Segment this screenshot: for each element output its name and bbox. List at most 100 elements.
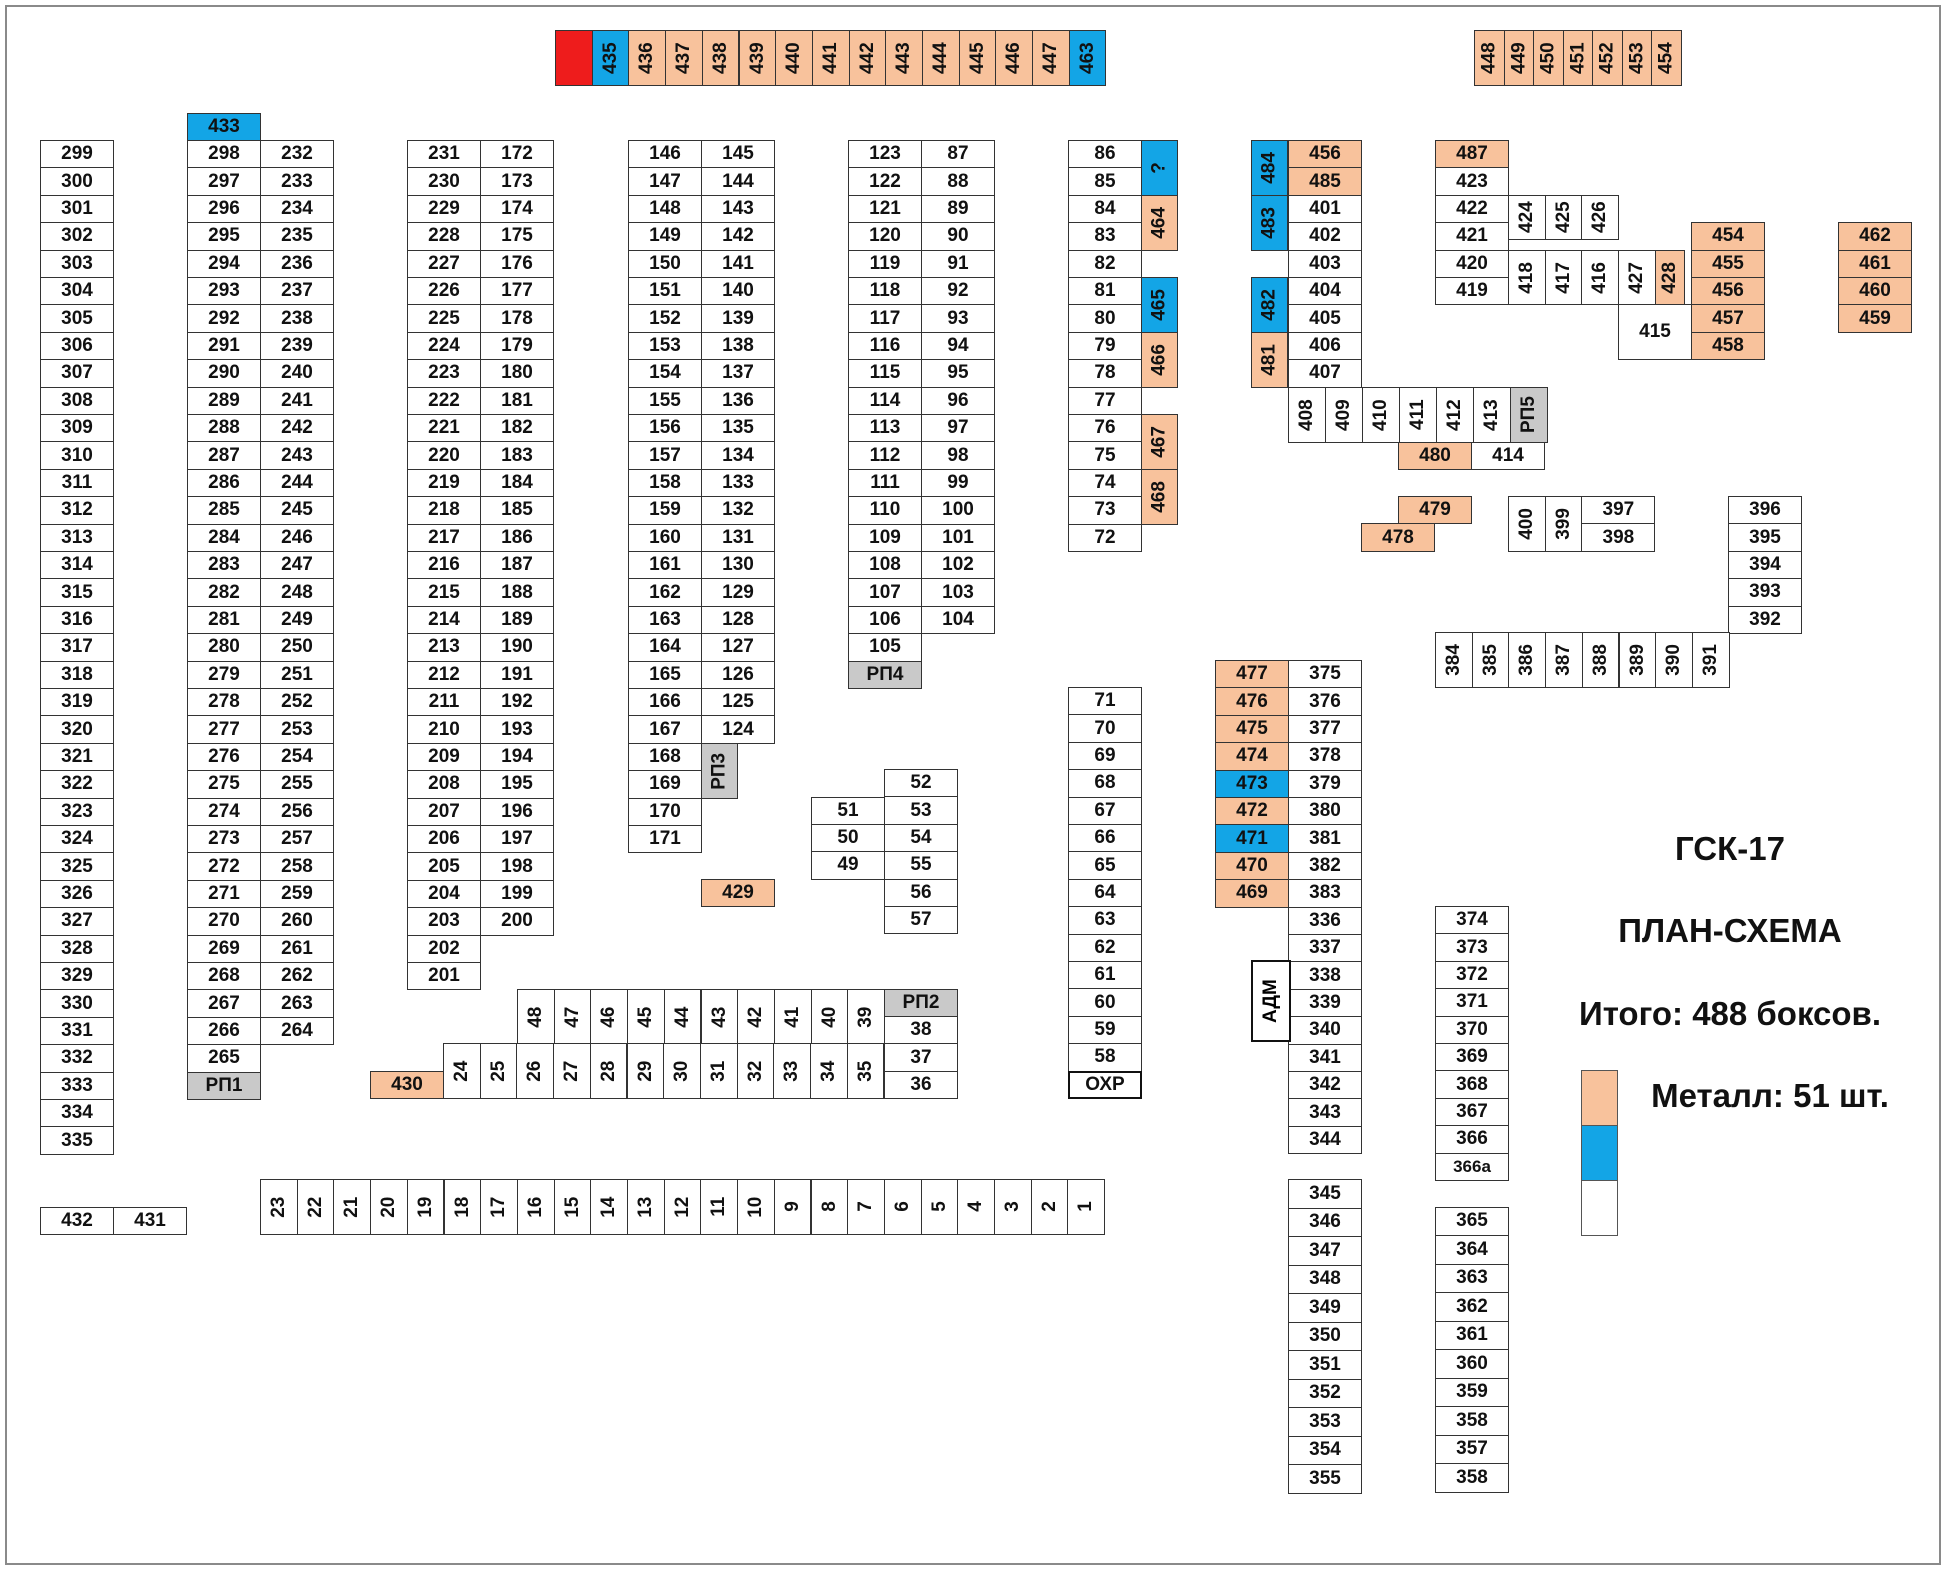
box-5[interactable]: 5 — [920, 1179, 959, 1235]
box-34[interactable]: 34 — [810, 1043, 848, 1100]
box-277[interactable]: 277 — [187, 715, 261, 744]
box-203[interactable]: 203 — [407, 907, 481, 936]
box-446[interactable]: 446 — [995, 30, 1034, 86]
box-286[interactable]: 286 — [187, 468, 261, 498]
box-457[interactable]: 457 — [1691, 304, 1765, 333]
box-381[interactable]: 381 — [1288, 824, 1362, 853]
box-26[interactable]: 26 — [516, 1043, 555, 1100]
box-177[interactable]: 177 — [480, 277, 554, 306]
box-110[interactable]: 110 — [848, 496, 922, 525]
box-247[interactable]: 247 — [260, 551, 334, 580]
box-390[interactable]: 390 — [1655, 632, 1693, 688]
box-269[interactable]: 269 — [187, 934, 261, 963]
box-416[interactable]: 416 — [1581, 249, 1620, 306]
box-409[interactable]: 409 — [1325, 386, 1363, 443]
box-425[interactable]: 425 — [1544, 194, 1583, 240]
box-52[interactable]: 52 — [884, 769, 958, 798]
box-335[interactable]: 335 — [40, 1126, 114, 1155]
box-141[interactable]: 141 — [701, 249, 775, 278]
box-22[interactable]: 22 — [296, 1179, 335, 1235]
box-103[interactable]: 103 — [921, 578, 995, 607]
box-325[interactable]: 325 — [40, 852, 114, 881]
box-458[interactable]: 458 — [1691, 331, 1765, 361]
box-163[interactable]: 163 — [628, 605, 702, 635]
box-166[interactable]: 166 — [628, 688, 702, 717]
box-344[interactable]: 344 — [1288, 1125, 1362, 1155]
box-350[interactable]: 350 — [1288, 1321, 1362, 1351]
box-484[interactable]: 484 — [1251, 140, 1288, 196]
box-66[interactable]: 66 — [1068, 824, 1142, 853]
box-412[interactable]: 412 — [1436, 386, 1474, 443]
box-453[interactable]: 453 — [1621, 30, 1652, 86]
box-73[interactable]: 73 — [1068, 496, 1142, 525]
box-193[interactable]: 193 — [480, 715, 554, 744]
box-311[interactable]: 311 — [40, 468, 114, 498]
box-421[interactable]: 421 — [1435, 222, 1509, 251]
box-54[interactable]: 54 — [884, 823, 958, 853]
box-114[interactable]: 114 — [848, 386, 922, 415]
box-32[interactable]: 32 — [736, 1043, 775, 1100]
box-361[interactable]: 361 — [1435, 1320, 1509, 1350]
box-451[interactable]: 451 — [1562, 30, 1593, 86]
box-51[interactable]: 51 — [811, 796, 885, 825]
box-147[interactable]: 147 — [628, 167, 702, 196]
box-306[interactable]: 306 — [40, 331, 114, 361]
box-278[interactable]: 278 — [187, 688, 261, 717]
box-292[interactable]: 292 — [187, 304, 261, 333]
box-360[interactable]: 360 — [1435, 1349, 1509, 1379]
box-186[interactable]: 186 — [480, 523, 554, 552]
box-234[interactable]: 234 — [260, 194, 334, 224]
box-471[interactable]: 471 — [1215, 824, 1289, 853]
box-357[interactable]: 357 — [1435, 1434, 1509, 1464]
box-13[interactable]: 13 — [627, 1179, 665, 1235]
box-370[interactable]: 370 — [1435, 1015, 1509, 1044]
box-414[interactable]: 414 — [1471, 441, 1545, 470]
box-280[interactable]: 280 — [187, 633, 261, 662]
box-474[interactable]: 474 — [1215, 742, 1289, 771]
box-420[interactable]: 420 — [1435, 249, 1509, 278]
box-439[interactable]: 439 — [738, 30, 777, 86]
box-43[interactable]: 43 — [700, 988, 739, 1045]
box-53[interactable]: 53 — [884, 796, 958, 825]
box-406[interactable]: 406 — [1288, 331, 1362, 361]
box-207[interactable]: 207 — [407, 797, 481, 826]
box-80[interactable]: 80 — [1068, 304, 1142, 333]
box-354[interactable]: 354 — [1288, 1435, 1362, 1465]
box-205[interactable]: 205 — [407, 852, 481, 881]
box-11[interactable]: 11 — [700, 1179, 739, 1235]
box-293[interactable]: 293 — [187, 277, 261, 306]
box-24[interactable]: 24 — [443, 1043, 481, 1100]
box-143[interactable]: 143 — [701, 194, 775, 224]
box-10[interactable]: 10 — [737, 1179, 775, 1235]
box-41[interactable]: 41 — [773, 988, 812, 1045]
box-30[interactable]: 30 — [663, 1043, 701, 1100]
box-363[interactable]: 363 — [1435, 1263, 1509, 1293]
box-98[interactable]: 98 — [921, 441, 995, 470]
box-444[interactable]: 444 — [922, 30, 960, 86]
box-256[interactable]: 256 — [260, 797, 334, 826]
box-60[interactable]: 60 — [1068, 988, 1142, 1017]
box-258[interactable]: 258 — [260, 852, 334, 881]
box-473[interactable]: 473 — [1215, 769, 1289, 798]
box-470[interactable]: 470 — [1215, 851, 1289, 881]
box-122[interactable]: 122 — [848, 167, 922, 196]
box-48[interactable]: 48 — [517, 988, 555, 1045]
box-327[interactable]: 327 — [40, 907, 114, 936]
box-476[interactable]: 476 — [1215, 687, 1289, 716]
box-39[interactable]: 39 — [847, 988, 885, 1045]
box-79[interactable]: 79 — [1068, 331, 1142, 361]
box-441[interactable]: 441 — [811, 30, 850, 86]
box-318[interactable]: 318 — [40, 660, 114, 689]
box-367[interactable]: 367 — [1435, 1097, 1509, 1127]
box-316[interactable]: 316 — [40, 605, 114, 635]
box-75[interactable]: 75 — [1068, 441, 1142, 470]
box-12[interactable]: 12 — [663, 1179, 702, 1235]
box-424[interactable]: 424 — [1508, 194, 1546, 240]
box-202[interactable]: 202 — [407, 934, 481, 963]
box-324[interactable]: 324 — [40, 825, 114, 854]
box-119[interactable]: 119 — [848, 249, 922, 278]
box-81[interactable]: 81 — [1068, 277, 1142, 306]
box-248[interactable]: 248 — [260, 578, 334, 607]
box-264[interactable]: 264 — [260, 1016, 334, 1046]
box-297[interactable]: 297 — [187, 167, 261, 196]
